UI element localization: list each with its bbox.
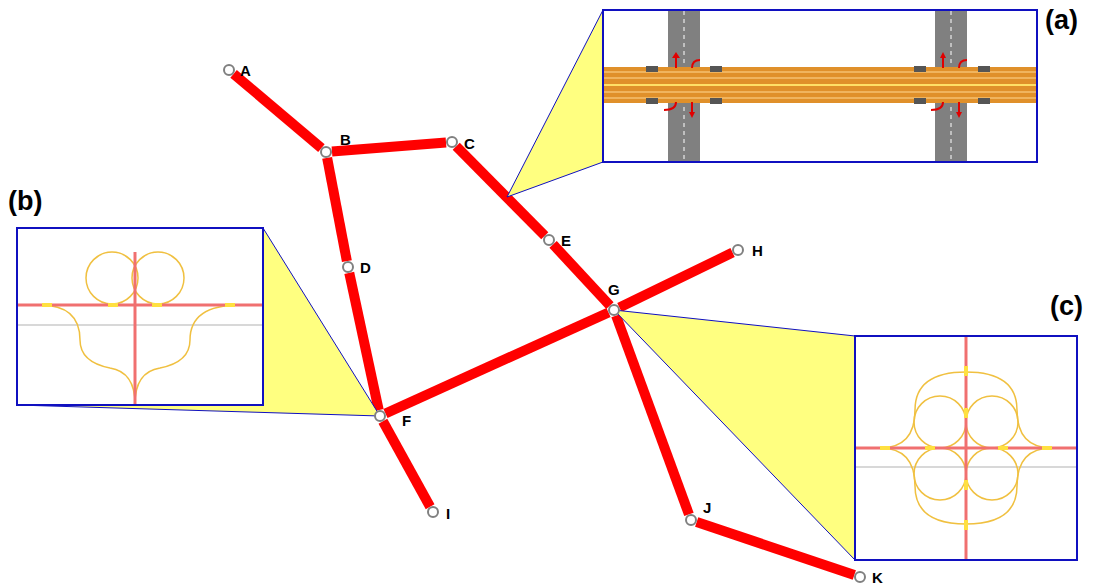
node-letter: H	[752, 243, 763, 258]
inset-label: (a)	[1045, 7, 1078, 34]
road-link	[553, 244, 610, 305]
node-letter: F	[402, 413, 411, 428]
junction-node	[427, 506, 439, 518]
junction-node	[320, 146, 332, 158]
node-letter: K	[872, 570, 883, 585]
node-letter: E	[561, 233, 571, 248]
junction-node	[223, 64, 235, 76]
inset-label: (b)	[8, 188, 42, 215]
node-letter: I	[446, 506, 450, 521]
node-letter: G	[608, 282, 620, 297]
node-letter: A	[240, 63, 251, 78]
junction-node	[374, 410, 386, 422]
road-link	[383, 421, 430, 506]
junction-node	[685, 514, 697, 526]
junction-node	[342, 261, 354, 273]
junction-node	[543, 234, 555, 246]
inset-label: (c)	[1050, 293, 1083, 320]
road-link	[385, 312, 608, 413]
junction-node	[446, 136, 458, 148]
node-letter: C	[464, 136, 475, 151]
road-link	[619, 253, 732, 308]
node-letter: D	[360, 260, 371, 275]
junction-node	[854, 571, 866, 583]
junction-node	[732, 244, 744, 256]
road-link	[327, 158, 347, 261]
node-letter: J	[703, 500, 711, 515]
road-link	[234, 74, 322, 148]
junction-node	[608, 304, 620, 316]
node-letter: B	[340, 132, 351, 147]
